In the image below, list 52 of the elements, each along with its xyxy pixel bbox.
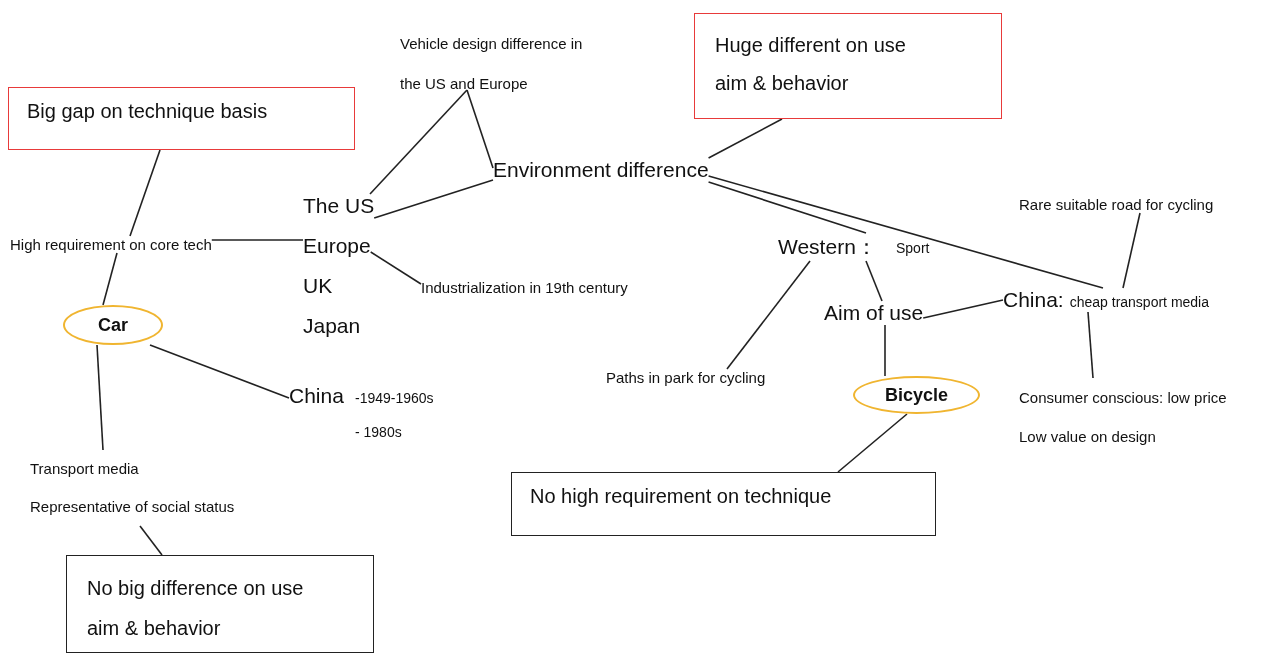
connector-line xyxy=(369,251,422,285)
note-box xyxy=(511,472,936,536)
connector-line xyxy=(837,413,908,473)
region-text: China xyxy=(289,384,344,408)
note-text: No big difference on use aim & behavior xyxy=(87,576,305,641)
note-text: Huge different on use aim & behavior xyxy=(715,33,907,96)
connector-line xyxy=(466,89,494,169)
connector-line xyxy=(102,252,118,306)
branch-text: Representative of social status xyxy=(30,497,235,517)
connector-line xyxy=(884,324,886,377)
connector-line xyxy=(373,179,494,219)
connector-line xyxy=(922,299,1004,319)
connector-line xyxy=(707,118,783,159)
branch-text: Paths in park for cycling xyxy=(606,369,766,386)
region-text: cheap transport media xyxy=(1069,294,1209,310)
connector-line xyxy=(707,175,1104,289)
branch-text: Rare suitable road for cycling xyxy=(1019,196,1214,213)
connector-line xyxy=(369,89,468,195)
branch-text: High requirement on core tech xyxy=(10,236,212,253)
topic-text: Environment difference xyxy=(493,158,709,182)
branch-text: Transport media xyxy=(30,459,140,479)
branch-text: Vehicle design difference in the US and Europe xyxy=(400,34,584,94)
connector-line xyxy=(139,525,163,556)
connector-line xyxy=(726,260,811,370)
date-text: -1949-1960s xyxy=(355,390,434,406)
note-text: No high requirement on technique xyxy=(530,485,833,508)
connector-line xyxy=(129,149,161,237)
region-text: Western： xyxy=(778,234,877,260)
connector-line xyxy=(865,260,883,302)
note-box xyxy=(694,13,1002,119)
connector-line xyxy=(149,344,290,399)
region-text: UK xyxy=(303,274,333,298)
note-text: Sport xyxy=(896,240,930,256)
branch-text: Low value on design xyxy=(1019,427,1157,447)
branch-text: Consumer conscious: low price xyxy=(1019,388,1227,408)
connector-line xyxy=(1122,212,1141,289)
branch-text: Industrialization in 19th century xyxy=(421,279,628,296)
note-box xyxy=(8,87,355,150)
region-text: China: xyxy=(1003,288,1064,312)
topic-text: Car xyxy=(98,314,128,336)
note-box xyxy=(66,555,374,653)
topic-text: Bicycle xyxy=(884,384,948,406)
branch-text: Aim of use xyxy=(824,301,924,325)
region-text: The US xyxy=(303,194,375,218)
region-text: Europe xyxy=(303,234,371,258)
connector-line xyxy=(1087,311,1094,379)
date-text: - 1980s xyxy=(355,424,402,440)
note-text: Big gap on technique basis xyxy=(27,100,269,123)
connector-line xyxy=(96,344,104,451)
connector-line xyxy=(211,239,304,241)
connector-line xyxy=(707,181,867,234)
region-text: Japan xyxy=(303,314,361,338)
